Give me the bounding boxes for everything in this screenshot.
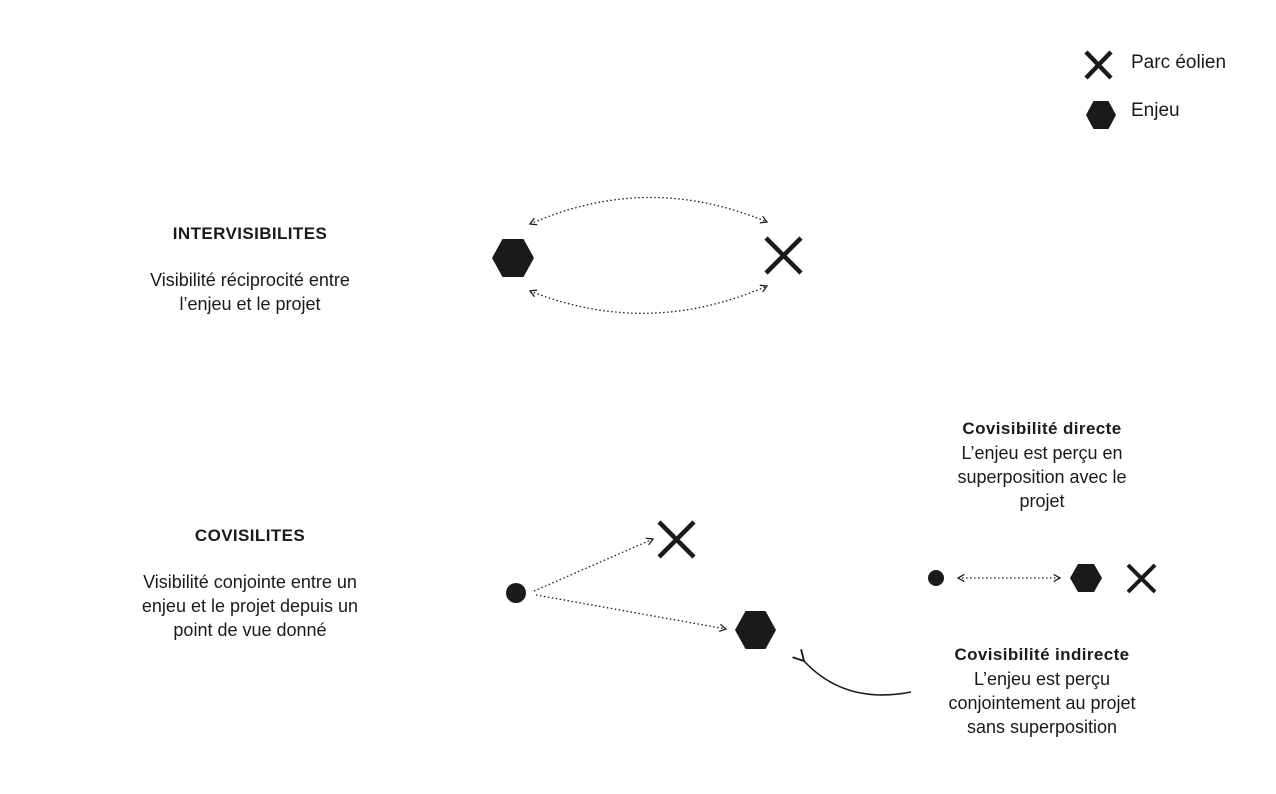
covisibilite-indirecte-title: Covisibilité indirecte	[954, 645, 1130, 664]
intervisibilites-block: INTERVISIBILITES Visibilité réciprocité …	[120, 222, 380, 316]
legend-label-parc-eolien: Parc éolien	[1131, 52, 1227, 73]
covisibilite-indirecte-block: Covisibilité indirecte L’enjeu est perçu…	[922, 643, 1162, 739]
covisilites-desc-line2: enjeu et le projet depuis un	[141, 596, 359, 616]
covisibilite-directe-title: Covisibilité directe	[962, 419, 1122, 438]
legend-label-enjeu: Enjeu	[1131, 100, 1180, 121]
covisibilite-directe-desc-line3: projet	[1019, 491, 1065, 511]
view-arrow-to-parc	[533, 537, 655, 592]
reciprocal-arrow-bottom	[528, 284, 769, 314]
parc-eolien-cross-icon	[764, 236, 803, 275]
covisibilite-directe-block: Covisibilité directe L’enjeu est perçu e…	[922, 417, 1162, 513]
intervisibilites-desc-line2: l’enjeu et le projet	[179, 294, 321, 314]
point-de-vue-dot-icon	[506, 583, 526, 603]
directe-dot-icon	[928, 570, 944, 586]
covisibilite-indirecte-desc-line3: sans superposition	[966, 717, 1118, 737]
covis-cross-icon	[657, 520, 696, 559]
covisibilite-indirecte-desc-line1: L’enjeu est perçu	[973, 669, 1111, 689]
covisilites-title: COVISILITES	[194, 526, 306, 545]
intervisibilites-desc-line1: Visibilité réciprocité entre	[150, 270, 350, 290]
directe-hexagon-icon	[1070, 564, 1102, 592]
covisilites-desc-line1: Visibilité conjointe entre un	[143, 572, 357, 592]
covisilites-desc-line3: point de vue donné	[173, 620, 327, 640]
legend-cross-icon	[1084, 50, 1113, 80]
covisilites-block: COVISILITES Visibilité conjointe entre u…	[120, 524, 380, 642]
covisibilite-directe-desc-line2: superposition avec le	[957, 467, 1127, 487]
covis-hexagon-icon	[735, 611, 776, 649]
enjeu-hexagon-icon	[492, 239, 534, 277]
intervisibilites-title: INTERVISIBILITES	[172, 224, 328, 243]
reciprocal-arrow-top	[528, 196, 769, 226]
directe-cross-icon	[1126, 563, 1157, 594]
indirecte-pointer-arrow	[792, 649, 912, 696]
covisibilite-indirecte-desc-line2: conjointement au projet	[948, 693, 1136, 713]
covisibilite-directe-desc-line1: L’enjeu est perçu en	[961, 443, 1123, 463]
legend-hexagon-icon	[1086, 101, 1116, 129]
view-arrow-to-enjeu	[535, 594, 728, 633]
